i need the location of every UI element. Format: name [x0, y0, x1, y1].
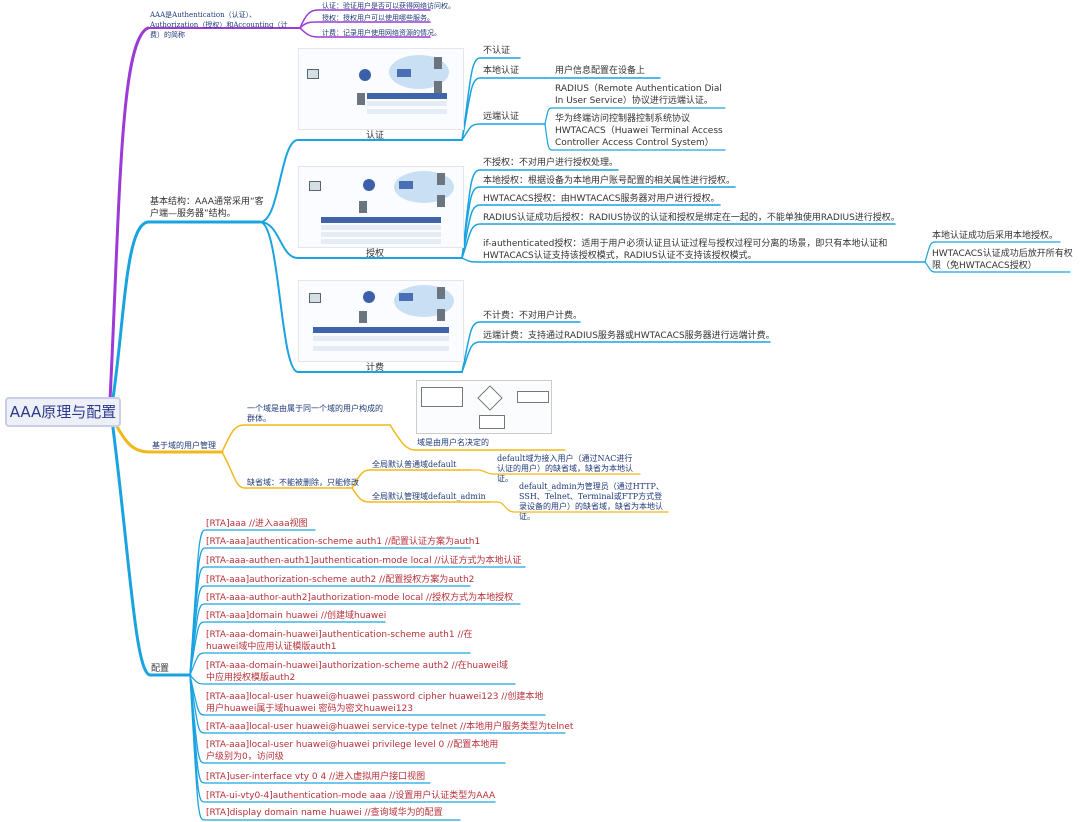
authz-none[interactable]: 不授权：不对用户进行授权处理。 — [483, 158, 619, 168]
config-label[interactable]: 配置 — [151, 664, 170, 674]
auth-none[interactable]: 不认证 — [483, 46, 511, 56]
domain-flowchart-image — [416, 380, 552, 434]
config-line-10[interactable]: [RTA-aaa]local-user huawei@huawei servic… — [206, 722, 574, 732]
auth-remote[interactable]: 远端认证 — [483, 112, 520, 122]
config-line-7[interactable]: [RTA-aaa-domain-huawei]authentication-sc… — [206, 630, 473, 652]
authz-hwtacacs[interactable]: HWTACACS授权：由HWTACACS服务器对用户进行授权。 — [483, 194, 720, 204]
authorization-topology-image — [298, 166, 464, 248]
authz-local[interactable]: 本地授权：根据设备为本地用户账号配置的相关属性进行授权。 — [483, 176, 736, 186]
default-domain-label[interactable]: 缺省域：不能被删除，只能修改 — [247, 478, 359, 487]
aaa-definition[interactable]: AAA是Authentication（认证）、Authorization（授权）… — [150, 11, 288, 39]
config-line-4[interactable]: [RTA-aaa]authorization-scheme auth2 //配置… — [206, 575, 475, 585]
auth-local-detail[interactable]: 用户信息配置在设备上 — [555, 66, 646, 76]
acct-caption[interactable]: 计费 — [366, 363, 385, 373]
config-line-11[interactable]: [RTA-aaa]local-user huawei@huawei privil… — [206, 740, 499, 762]
global-admin-domain[interactable]: 全局默认管理域default_admin — [372, 492, 486, 501]
config-line-3[interactable]: [RTA-aaa-authen-auth1]authentication-mod… — [206, 556, 522, 566]
accounting-topology-image — [298, 280, 464, 362]
root-node[interactable]: AAA原理与配置 — [5, 397, 121, 427]
acct-remote[interactable]: 远端计费：支持通过RADIUS服务器或HWTACACS服务器进行远端计费。 — [483, 331, 775, 341]
authz-caption[interactable]: 授权 — [366, 249, 385, 259]
config-line-9[interactable]: [RTA-aaa]local-user huawei@huawei passwo… — [206, 692, 544, 714]
config-line-13[interactable]: [RTA-ui-vty0-4]authentication-mode aaa /… — [206, 791, 496, 801]
top-item-authz[interactable]: 授权：授权用户可以使用哪些服务。 — [322, 14, 434, 22]
acct-none[interactable]: 不计费：不对用户计费。 — [483, 311, 583, 321]
config-line-14[interactable]: [RTA]display domain name huawei //查询域华为的… — [206, 808, 443, 818]
auth-local[interactable]: 本地认证 — [483, 66, 520, 76]
domain-label[interactable]: 基于域的用户管理 — [152, 441, 216, 450]
domain-definition[interactable]: 一个域是由属于同一个域的用户构成的群体。 — [247, 404, 383, 423]
auth-remote-radius[interactable]: RADIUS（Remote Authentication Dial In Use… — [555, 84, 722, 106]
auth-remote-hwtacacs[interactable]: 华为终端访问控制器控制系统协议HWTACACS（Huawei Terminal … — [555, 114, 723, 148]
config-line-2[interactable]: [RTA-aaa]authentication-scheme auth1 //配… — [206, 537, 481, 547]
domain-decided-by-username[interactable]: 域是由用户名决定的 — [417, 438, 489, 447]
config-line-5[interactable]: [RTA-aaa-author-auth2]authorization-mode… — [206, 593, 514, 603]
config-line-1[interactable]: [RTA]aaa //进入aaa视图 — [206, 519, 308, 529]
authentication-topology-image — [298, 48, 464, 130]
config-line-12[interactable]: [RTA]user-interface vty 0 4 //进入虚拟用户接口视图 — [206, 772, 426, 782]
top-item-authn[interactable]: 认证：验证用户是否可以获得网络访问权。 — [322, 2, 455, 10]
auth-caption[interactable]: 认证 — [366, 131, 385, 141]
top-item-acct[interactable]: 计费：记录用户使用网络资源的情况。 — [322, 29, 441, 37]
global-default-desc[interactable]: default域为接入用户（通过NAC进行认证的用户）的缺省域，缺省为本地认证。 — [497, 454, 633, 483]
global-admin-desc[interactable]: default_admin为管理员（通过HTTP、SSH、Telnet、Term… — [519, 482, 664, 521]
config-line-8[interactable]: [RTA-aaa-domain-huawei]authorization-sch… — [206, 661, 509, 683]
authz-sub-hwtacacs[interactable]: HWTACACS认证成功后放开所有权限（免HWTACACS授权） — [932, 249, 1073, 271]
basic-structure-label[interactable]: 基本结构：AAA通常采用“客户端—服务器”结构。 — [150, 197, 264, 219]
authz-radius[interactable]: RADIUS认证成功后授权：RADIUS协议的认证和授权是绑定在一起的，不能单独… — [483, 213, 900, 223]
authz-sub-local[interactable]: 本地认证成功后采用本地授权。 — [932, 231, 1059, 241]
global-default-domain[interactable]: 全局默认普通域default — [372, 460, 457, 469]
authz-if-authenticated[interactable]: if-authenticated授权：适用于用户必须认证且认证过程与授权过程可分… — [483, 239, 888, 261]
config-line-6[interactable]: [RTA-aaa]domain huawei //创建域huawei — [206, 611, 387, 621]
